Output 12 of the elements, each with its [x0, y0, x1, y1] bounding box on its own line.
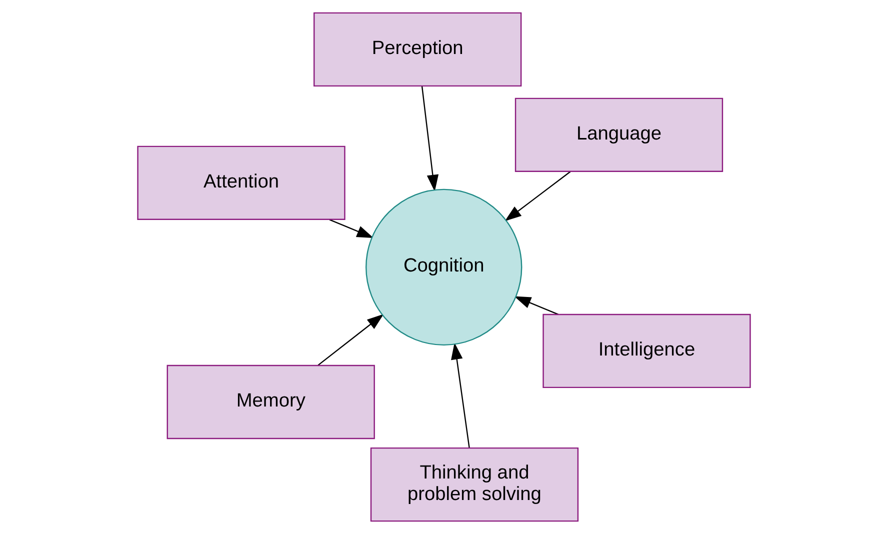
arrow — [420, 86, 438, 192]
arrow — [328, 219, 374, 238]
node-box: Perception — [313, 12, 522, 87]
arrow — [317, 314, 384, 366]
node-box: Language — [514, 98, 723, 172]
node-box: Intelligence — [542, 314, 750, 388]
arrow — [450, 342, 470, 448]
node-box: Attention — [136, 146, 345, 220]
arrow — [514, 296, 558, 316]
arrow — [504, 170, 571, 222]
node-box: Memory — [166, 364, 374, 440]
node-box: Thinking and problem solving — [370, 447, 578, 522]
